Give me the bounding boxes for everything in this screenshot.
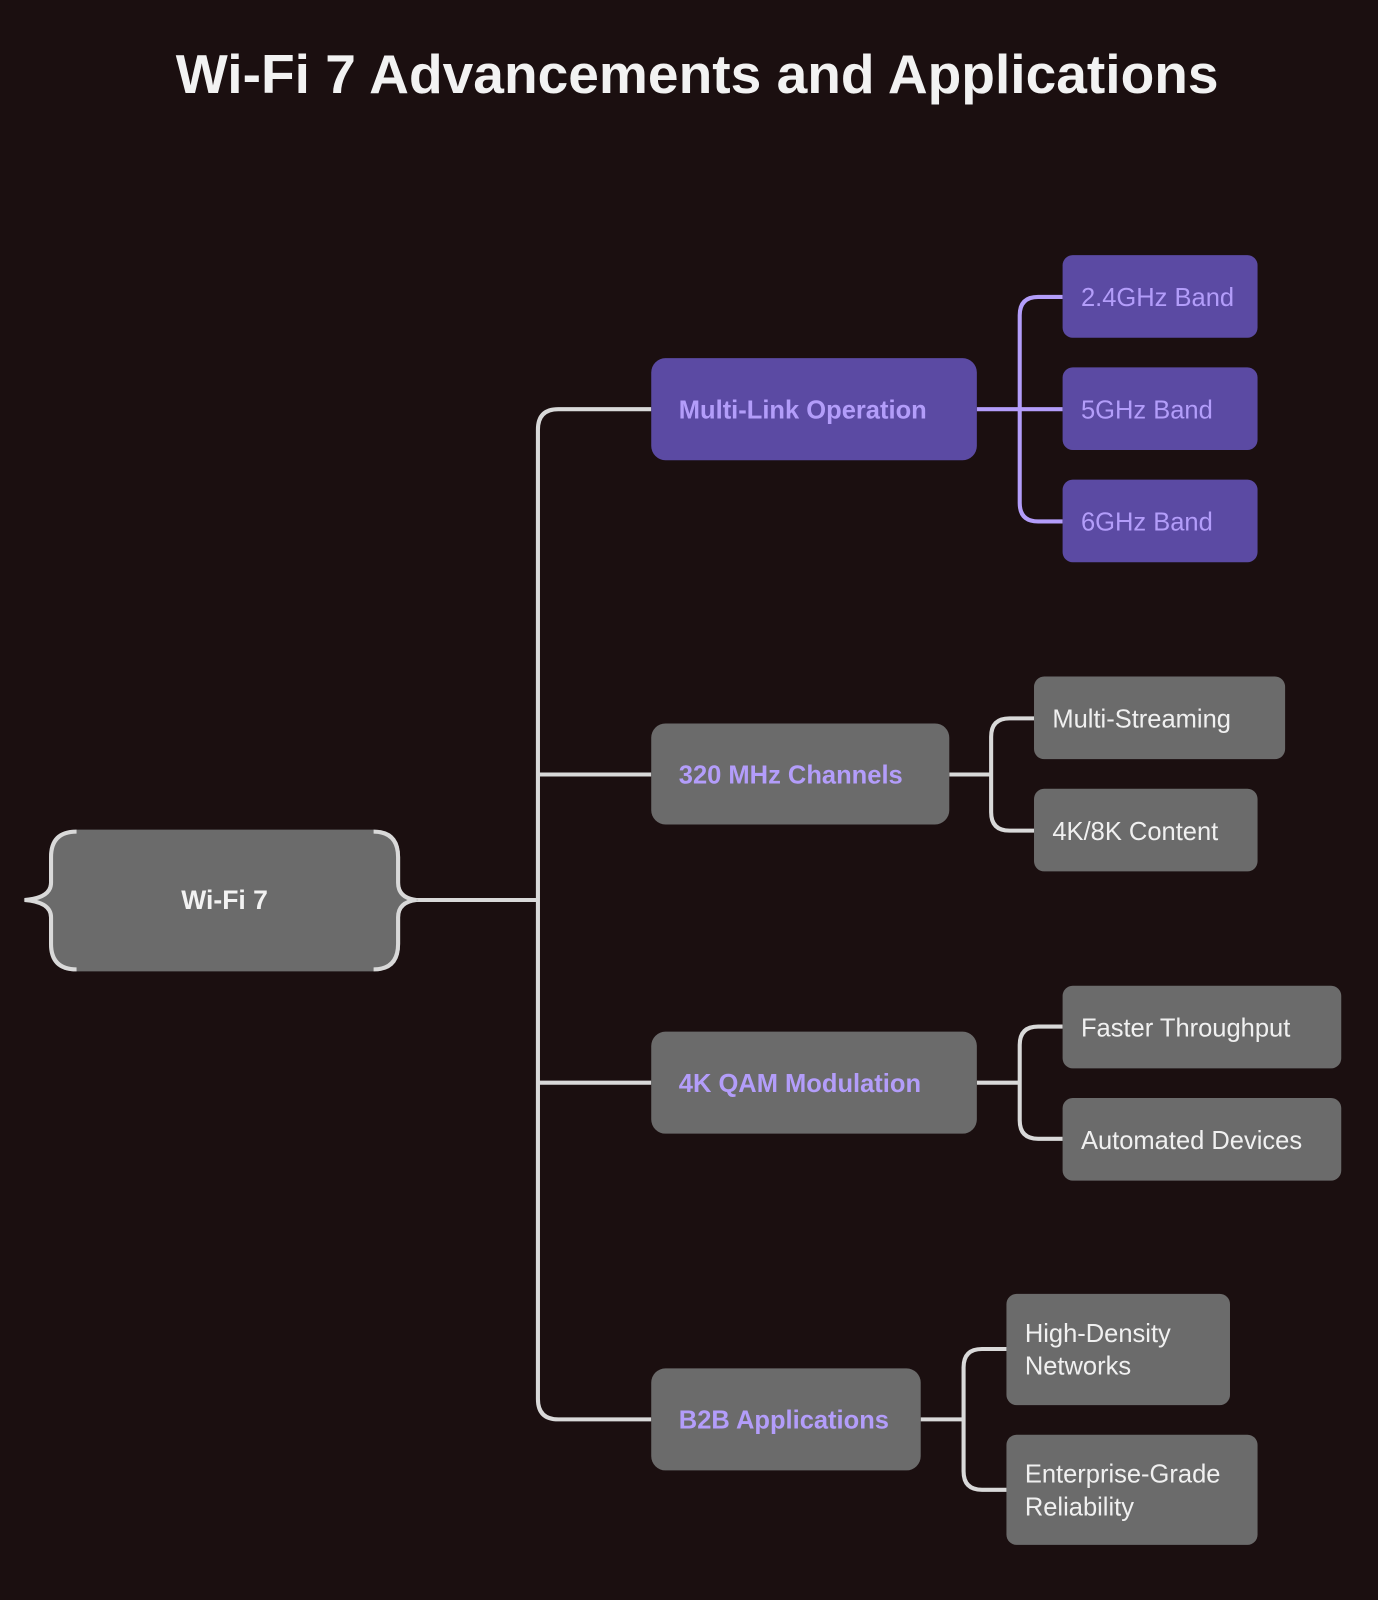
node-6ghz-band[interactable] (1062, 479, 1258, 563)
node-label: Multi-Link Operation (679, 396, 927, 424)
node-4k-qam-modulation[interactable] (651, 1031, 977, 1134)
trunk-line (535, 407, 652, 1422)
node-label-line-1: Enterprise-Grade (1025, 1461, 1221, 1489)
node-2-4ghz-band[interactable] (1062, 255, 1258, 338)
branch-multi-link-operation: Multi-Link Operation 2.4GHz Band 5GHz Ba… (651, 255, 1258, 563)
node-label: Multi-Streaming (1052, 706, 1231, 734)
node-label-line-2: Networks (1025, 1352, 1131, 1380)
node-5ghz-band[interactable] (1062, 367, 1258, 450)
node-label-line-2: Reliability (1025, 1493, 1134, 1521)
node-label: 4K/8K Content (1052, 818, 1218, 846)
node-high-density-networks[interactable] (1006, 1293, 1230, 1406)
left-brace-icon (24, 829, 77, 972)
root-label: Wi-Fi 7 (181, 885, 268, 915)
branch-4k-qam-modulation: 4K QAM Modulation Faster Throughput Auto… (651, 985, 1342, 1181)
node-label: B2B Applications (679, 1407, 889, 1435)
node-multi-link-operation[interactable] (651, 358, 977, 461)
sub-connector-bracket (1017, 1024, 1063, 1141)
node-faster-throughput[interactable] (1062, 985, 1342, 1069)
node-label: Faster Throughput (1081, 1015, 1290, 1043)
node-b2b-applications[interactable] (651, 1368, 921, 1471)
node-label: 5GHz Band (1081, 396, 1213, 424)
node-label-line-1: High-Density (1025, 1320, 1171, 1348)
node-label: 320 MHz Channels (679, 762, 903, 790)
root-node[interactable]: Wi-Fi 7 (22, 829, 419, 972)
node-label: 2.4GHz Band (1081, 284, 1234, 312)
sub-connector-bracket (1017, 294, 1063, 524)
sub-connector-bracket (989, 716, 1035, 833)
branch-320-mhz-channels: 320 MHz Channels Multi-Streaming 4K/8K C… (651, 676, 1286, 872)
node-enterprise-grade-reliability[interactable] (1006, 1434, 1258, 1545)
branch-b2b-applications: B2B Applications High-Density Networks E… (651, 1293, 1258, 1545)
node-320-mhz-channels[interactable] (651, 723, 950, 825)
node-label: Automated Devices (1081, 1127, 1302, 1155)
node-automated-devices[interactable] (1062, 1097, 1342, 1181)
sub-connector-bracket (961, 1346, 1007, 1492)
right-brace-icon (373, 829, 417, 972)
node-label: 6GHz Band (1081, 509, 1213, 537)
node-4k-8k-content[interactable] (1034, 788, 1258, 872)
diagram-title: Wi-Fi 7 Advancements and Applications (176, 43, 1219, 105)
root-node-shape (22, 829, 419, 972)
node-label: 4K QAM Modulation (679, 1070, 921, 1098)
trunk-connectors (416, 407, 652, 1422)
node-multi-streaming[interactable] (1034, 676, 1286, 760)
